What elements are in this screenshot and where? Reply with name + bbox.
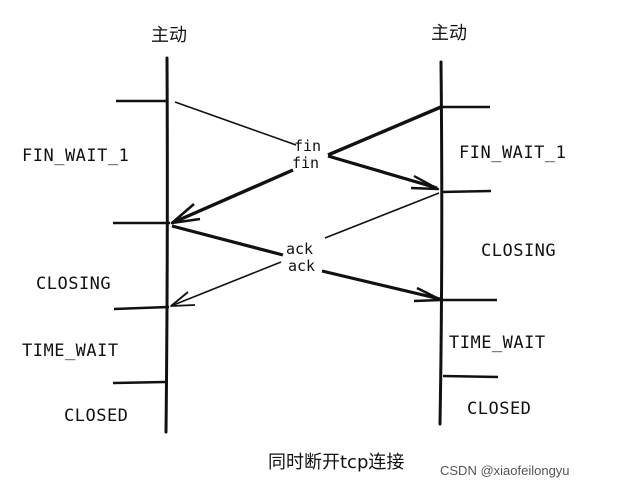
ack-right-to-left-line-lower: [170, 261, 282, 307]
ack-right-to-left-arrowhead: [170, 291, 196, 307]
right-state-fin-wait-1: FIN_WAIT_1: [459, 143, 566, 163]
left-tick-4: [112, 380, 166, 385]
fin-right-to-left-arrowhead: [170, 203, 201, 225]
fin-left-to-right-arrowhead: [410, 174, 440, 191]
right-state-closed: CLOSED: [467, 399, 531, 419]
fin-right-to-left-line-lower: [171, 168, 294, 225]
diagram-caption: 同时断开tcp连接: [268, 452, 404, 473]
left-state-closing: CLOSING: [36, 274, 111, 294]
right-peer-title: 主动: [431, 23, 467, 44]
right-state-time-wait: TIME_WAIT: [449, 333, 546, 353]
fin-right-to-left-line-upper: [327, 105, 442, 157]
fin-label-2: fin: [292, 154, 319, 172]
ack-right-to-left-line-upper: [324, 192, 440, 239]
right-state-closing: CLOSING: [481, 241, 556, 261]
right-tick-2: [440, 189, 492, 194]
fin-left-to-right-line: [174, 101, 297, 146]
ack-left-to-right-line-lower: [321, 269, 441, 301]
left-state-time-wait: TIME_WAIT: [22, 341, 119, 361]
right-tick-4: [442, 374, 499, 379]
ack-label-2: ack: [288, 257, 315, 275]
watermark: CSDN @xiaofeilongyu: [440, 463, 570, 478]
fin-left-to-right-line-bold: [327, 154, 438, 190]
left-tick-3: [113, 305, 170, 311]
left-timeline: [164, 56, 169, 434]
ack-left-to-right-line-upper: [171, 224, 284, 257]
ack-left-to-right-arrowhead: [413, 286, 443, 303]
fin-label-1: fin: [294, 137, 321, 155]
ack-label-1: ack: [286, 240, 313, 258]
left-state-closed: CLOSED: [64, 406, 128, 426]
left-state-fin-wait-1: FIN_WAIT_1: [22, 146, 129, 166]
right-timeline: [438, 60, 444, 426]
left-peer-title: 主动: [151, 25, 187, 46]
